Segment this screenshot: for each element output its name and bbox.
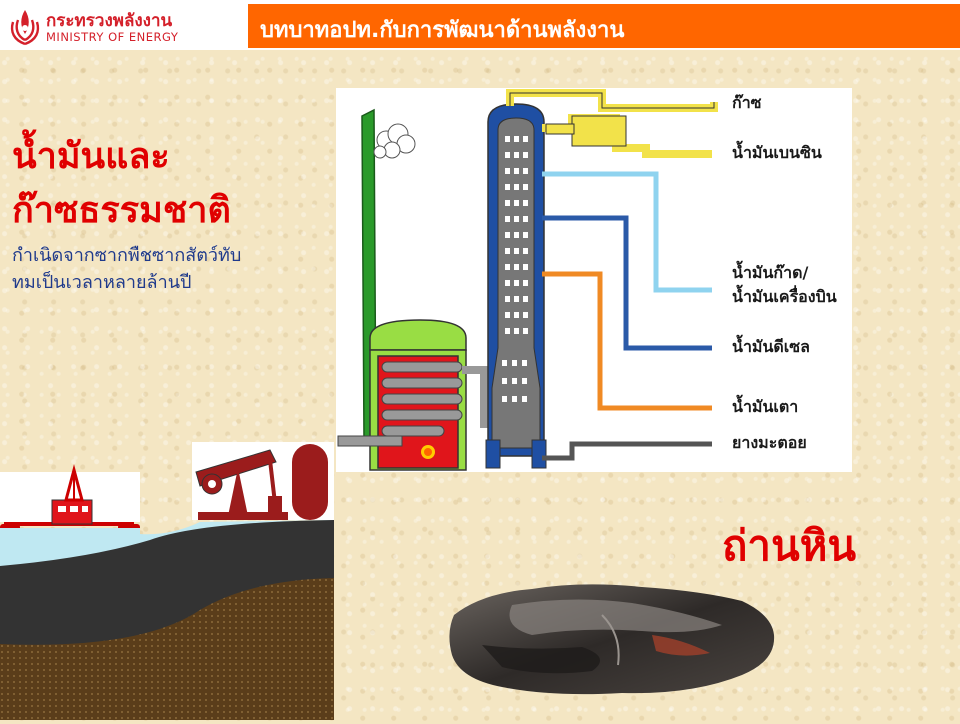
smoke-icon (373, 123, 416, 159)
refinery-diagram: ก๊าซ น้ำมันเบนซิน น้ำมันก๊าด/ น้ำมันเครื… (336, 88, 852, 472)
oil-gas-heading-line-2: ก๊าซธรรมชาติ (12, 190, 231, 231)
header-bar: กระทรวงพลังงาน MINISTRY OF ENERGY บทบาทอ… (0, 0, 960, 50)
distillation-column (485, 103, 547, 469)
coal-heading: ถ่านหิน (722, 521, 857, 570)
description-line-1: กำเนิดจากซากพืชซากสัตว์ทับ (12, 245, 242, 266)
product-gasoline-label: น้ำมันเบนซิน (732, 143, 822, 162)
logo-english-text: MINISTRY OF ENERGY (46, 30, 179, 44)
product-gas-label: ก๊าซ (732, 93, 762, 112)
slide-title: บทบาทอปท.กับการพัฒนาด้านพลังงาน (260, 18, 625, 43)
oil-extraction-illustration (0, 440, 340, 720)
product-diesel-label: น้ำมันดีเซล (732, 337, 810, 356)
description-line-2: ทมเป็นเวลาหลายล้านปี (12, 272, 192, 293)
ministry-logo: กระทรวงพลังงาน MINISTRY OF ENERGY (6, 6, 246, 46)
offshore-platform-icon (0, 464, 140, 532)
oil-gas-heading-line-1: น้ำมันและ (12, 136, 170, 177)
coal-rock-image (442, 575, 782, 700)
logo-thai-text: กระทรวงพลังงาน (46, 11, 173, 31)
oil-gas-description: กำเนิดจากซากพืชซากสัตว์ทับ ทมเป็นเวลาหลา… (12, 242, 342, 296)
product-kerosene-label: น้ำมันก๊าด/ (732, 263, 809, 282)
pumpjack-icon (195, 444, 328, 520)
ministry-emblem-icon (10, 10, 40, 46)
product-jet-fuel-label: น้ำมันเครื่องบิน (732, 287, 837, 306)
oil-gas-heading: น้ำมันและ ก๊าซธรรมชาติ (12, 130, 342, 238)
refinery-illustration (337, 89, 718, 471)
product-asphalt-label: ยางมะตอย (732, 433, 807, 452)
slide-title-bar: บทบาทอปท.กับการพัฒนาด้านพลังงาน (248, 4, 960, 48)
product-fuel-oil-label: น้ำมันเตา (732, 397, 799, 416)
furnace (337, 319, 467, 471)
